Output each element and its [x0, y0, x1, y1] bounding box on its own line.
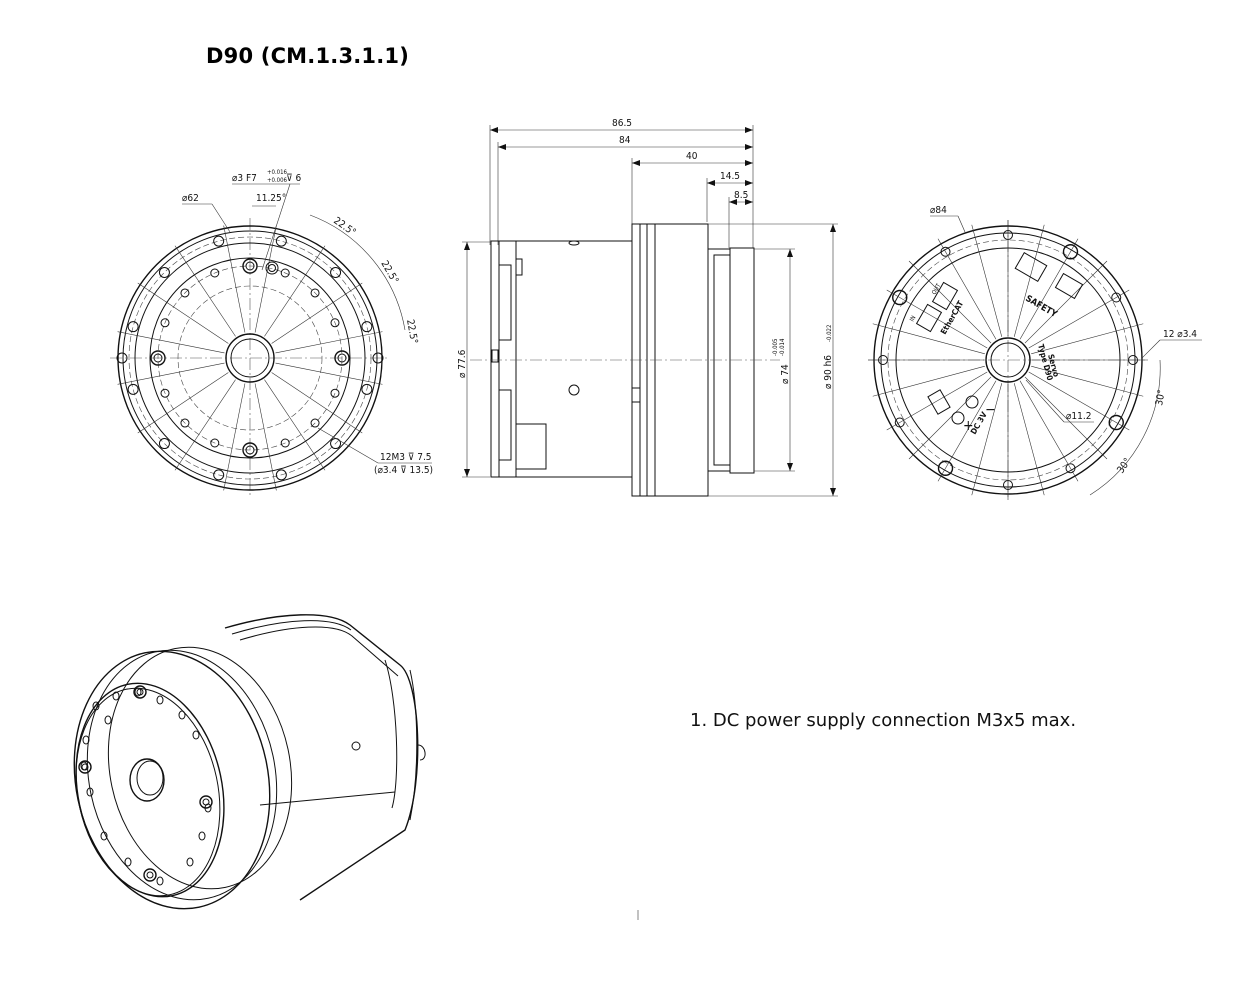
front-hole-tol-upper: +0.016 [267, 169, 288, 176]
side-len-86-5: 86.5 [612, 118, 632, 129]
front-hole-depth: ⊽ 6 [286, 173, 301, 184]
side-len-40: 40 [686, 151, 698, 162]
rear-view: ⌀84 12 ⌀3.4 ⌀11.2 30° 30° SAFETY EtherCA… [868, 205, 1202, 500]
side-len-14-5: 14.5 [720, 171, 740, 182]
front-thread-callout: 12M3 ⊽ 7.5 [380, 452, 432, 463]
front-dia-62: ⌀62 [182, 193, 199, 204]
rear-dia-84: ⌀84 [930, 205, 947, 216]
front-angle-3: 22.5° [404, 319, 419, 345]
rear-label-in: IN [909, 315, 918, 323]
side-dia-90: ⌀ 90 h6 [823, 355, 834, 389]
side-dia-74: ⌀ 74 [780, 364, 791, 384]
rear-angle-a: 30° [1154, 389, 1168, 407]
side-dia-74-tol-lower: -0.014 [779, 338, 786, 356]
page-title: D90 (CM.1.3.1.1) [206, 44, 410, 68]
rear-label-ethercat: EtherCAT [939, 299, 965, 336]
rear-bore: ⌀11.2 [1066, 411, 1091, 422]
side-view: 86.5 84 40 14.5 8.5 ⌀ 77.6 ⌀ 7 [457, 118, 838, 497]
rear-label-safety: SAFETY [1024, 294, 1059, 320]
front-hole-callout: ⌀3 F7 [232, 173, 257, 184]
rear-label-plus: + [963, 418, 974, 434]
front-angle-2: 22.5° [378, 259, 400, 286]
front-view: ⌀62 ⌀3 F7 +0.016 +0.006 ⊽ 6 11.25° 22.5°… [110, 169, 433, 498]
front-hole-tol-lower: +0.006 [267, 177, 288, 184]
front-thread-drill: (⌀3.4 ⊽ 13.5) [374, 465, 433, 476]
isometric-view [73, 614, 426, 910]
note-dc-power: 1. DC power supply connection M3x5 max. [690, 710, 1076, 731]
side-dia-74-tol-upper: -0.005 [772, 339, 779, 356]
side-len-8-5: 8.5 [734, 190, 748, 201]
side-dia-90-tol: -0.022 [826, 325, 833, 342]
side-dia-77-6: ⌀ 77.6 [457, 349, 468, 378]
rear-angle-b: 30° [1115, 456, 1133, 475]
front-offset-angle: 11.25° [256, 193, 286, 204]
rear-label-minus: − [985, 402, 996, 418]
rear-label-out: OUT [931, 282, 943, 296]
side-len-84: 84 [619, 135, 631, 146]
rear-holes-callout: 12 ⌀3.4 [1163, 329, 1197, 340]
